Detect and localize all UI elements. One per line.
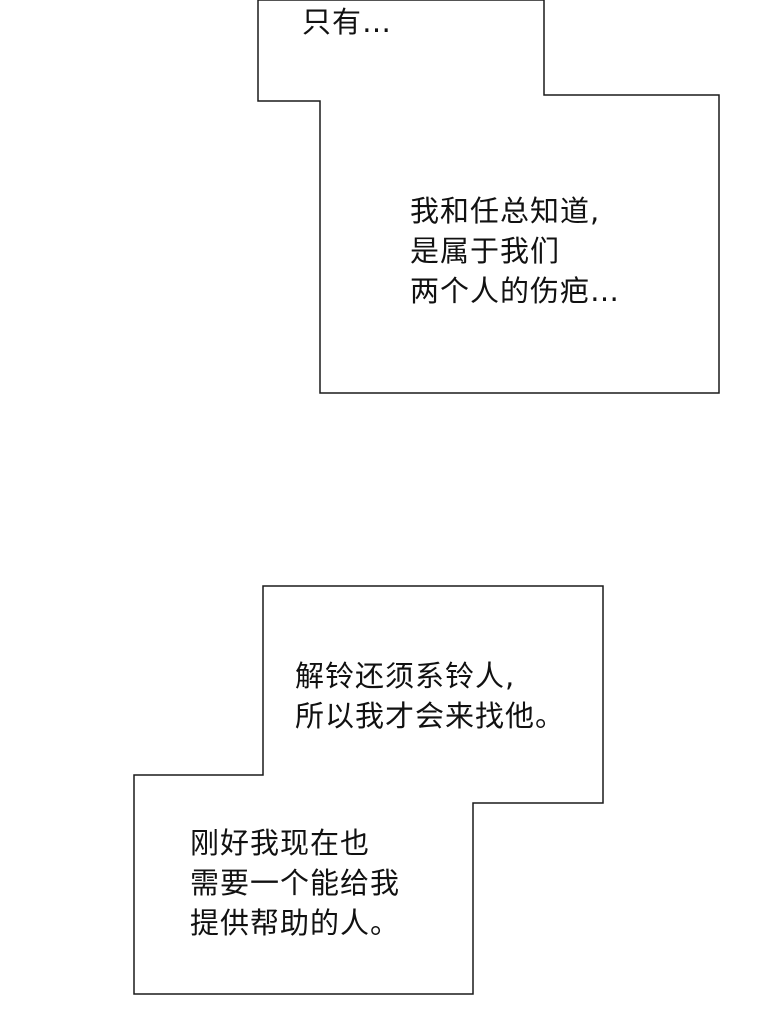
caption-line: 我和任总知道, <box>410 194 601 228</box>
caption-line: 只有… <box>302 5 393 39</box>
caption-line: 刚好我现在也 <box>190 826 371 860</box>
caption-box-4-text: 刚好我现在也 需要一个能给我 提供帮助的人。 <box>190 823 400 943</box>
caption-line: 需要一个能给我 <box>190 866 401 900</box>
caption-box-top-outline <box>257 0 720 394</box>
caption-box-3-text: 解铃还须系铃人, 所以我才会来找他。 <box>295 656 565 736</box>
caption-line: 是属于我们 <box>410 234 561 268</box>
caption-box-bottom-outline <box>133 585 604 995</box>
caption-line: 两个人的伤疤… <box>410 274 621 308</box>
caption-line: 提供帮助的人。 <box>190 906 401 940</box>
caption-box-2-text: 我和任总知道, 是属于我们 两个人的伤疤… <box>410 191 620 311</box>
caption-box-1-text: 只有… <box>302 2 392 42</box>
caption-line: 所以我才会来找他。 <box>295 699 566 733</box>
caption-line: 解铃还须系铃人, <box>295 659 516 693</box>
